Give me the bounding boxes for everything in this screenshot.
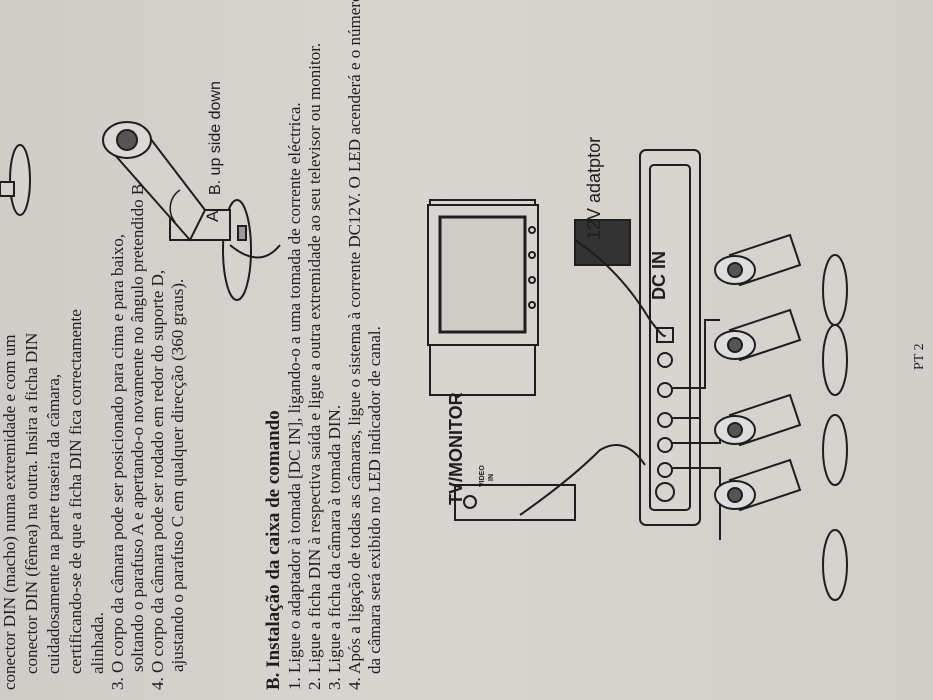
power-adaptor [574,219,631,266]
dc-in-label: DC IN [649,251,669,300]
din-socket [657,412,673,428]
monitor-label-box [454,484,576,521]
power-jack [655,482,675,502]
control-box [639,149,701,526]
adaptor-cable [574,239,666,337]
label-a: A [203,210,222,222]
dc-in-socket [656,327,674,343]
camera [714,458,848,601]
video-in-label-1: VIDEO [479,465,486,487]
adaptor-label: 12V adatptor [584,137,604,240]
din-socket [657,352,673,368]
video-in-jack [463,495,477,509]
camera [714,308,848,396]
din-socket [657,382,673,398]
video-cable [519,444,646,516]
camera-bracket-illustration [102,121,281,301]
page-number: PT 2 [912,343,927,370]
tv-monitor-label: TV/MONITOR [446,392,466,505]
din-socket [657,437,673,453]
label-b: B. up side down [207,81,224,195]
camera [714,393,848,486]
video-in-label-2: IN [488,474,495,481]
camera [714,233,848,326]
din-socket [657,462,673,478]
mount-illustration [0,144,31,216]
